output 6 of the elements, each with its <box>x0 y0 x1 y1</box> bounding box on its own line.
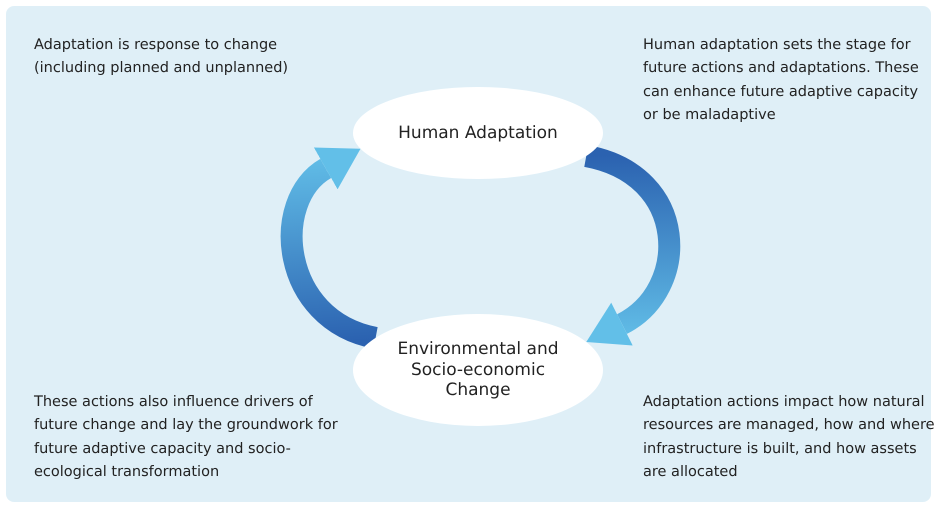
note-text: Adaptation actions impact how natural resources are managed, how and where infrastructure is built, and how assets are allocated <box>643 393 935 482</box>
node-label: Human Adaptation <box>398 122 558 144</box>
note-text: Adaptation is response to change (including planned and unplanned) <box>34 36 290 78</box>
note-text: Human adaptation sets the stage for future actions and adaptations. These can enhance future adaptive capacity or be maladaptive <box>643 36 920 126</box>
node-label: Environmental and Socio-economic Change <box>396 339 560 401</box>
note-text: These actions also influence drivers of future change and lay the groundwork for future adaptive capacity and socio-ecological transformation <box>34 393 339 482</box>
